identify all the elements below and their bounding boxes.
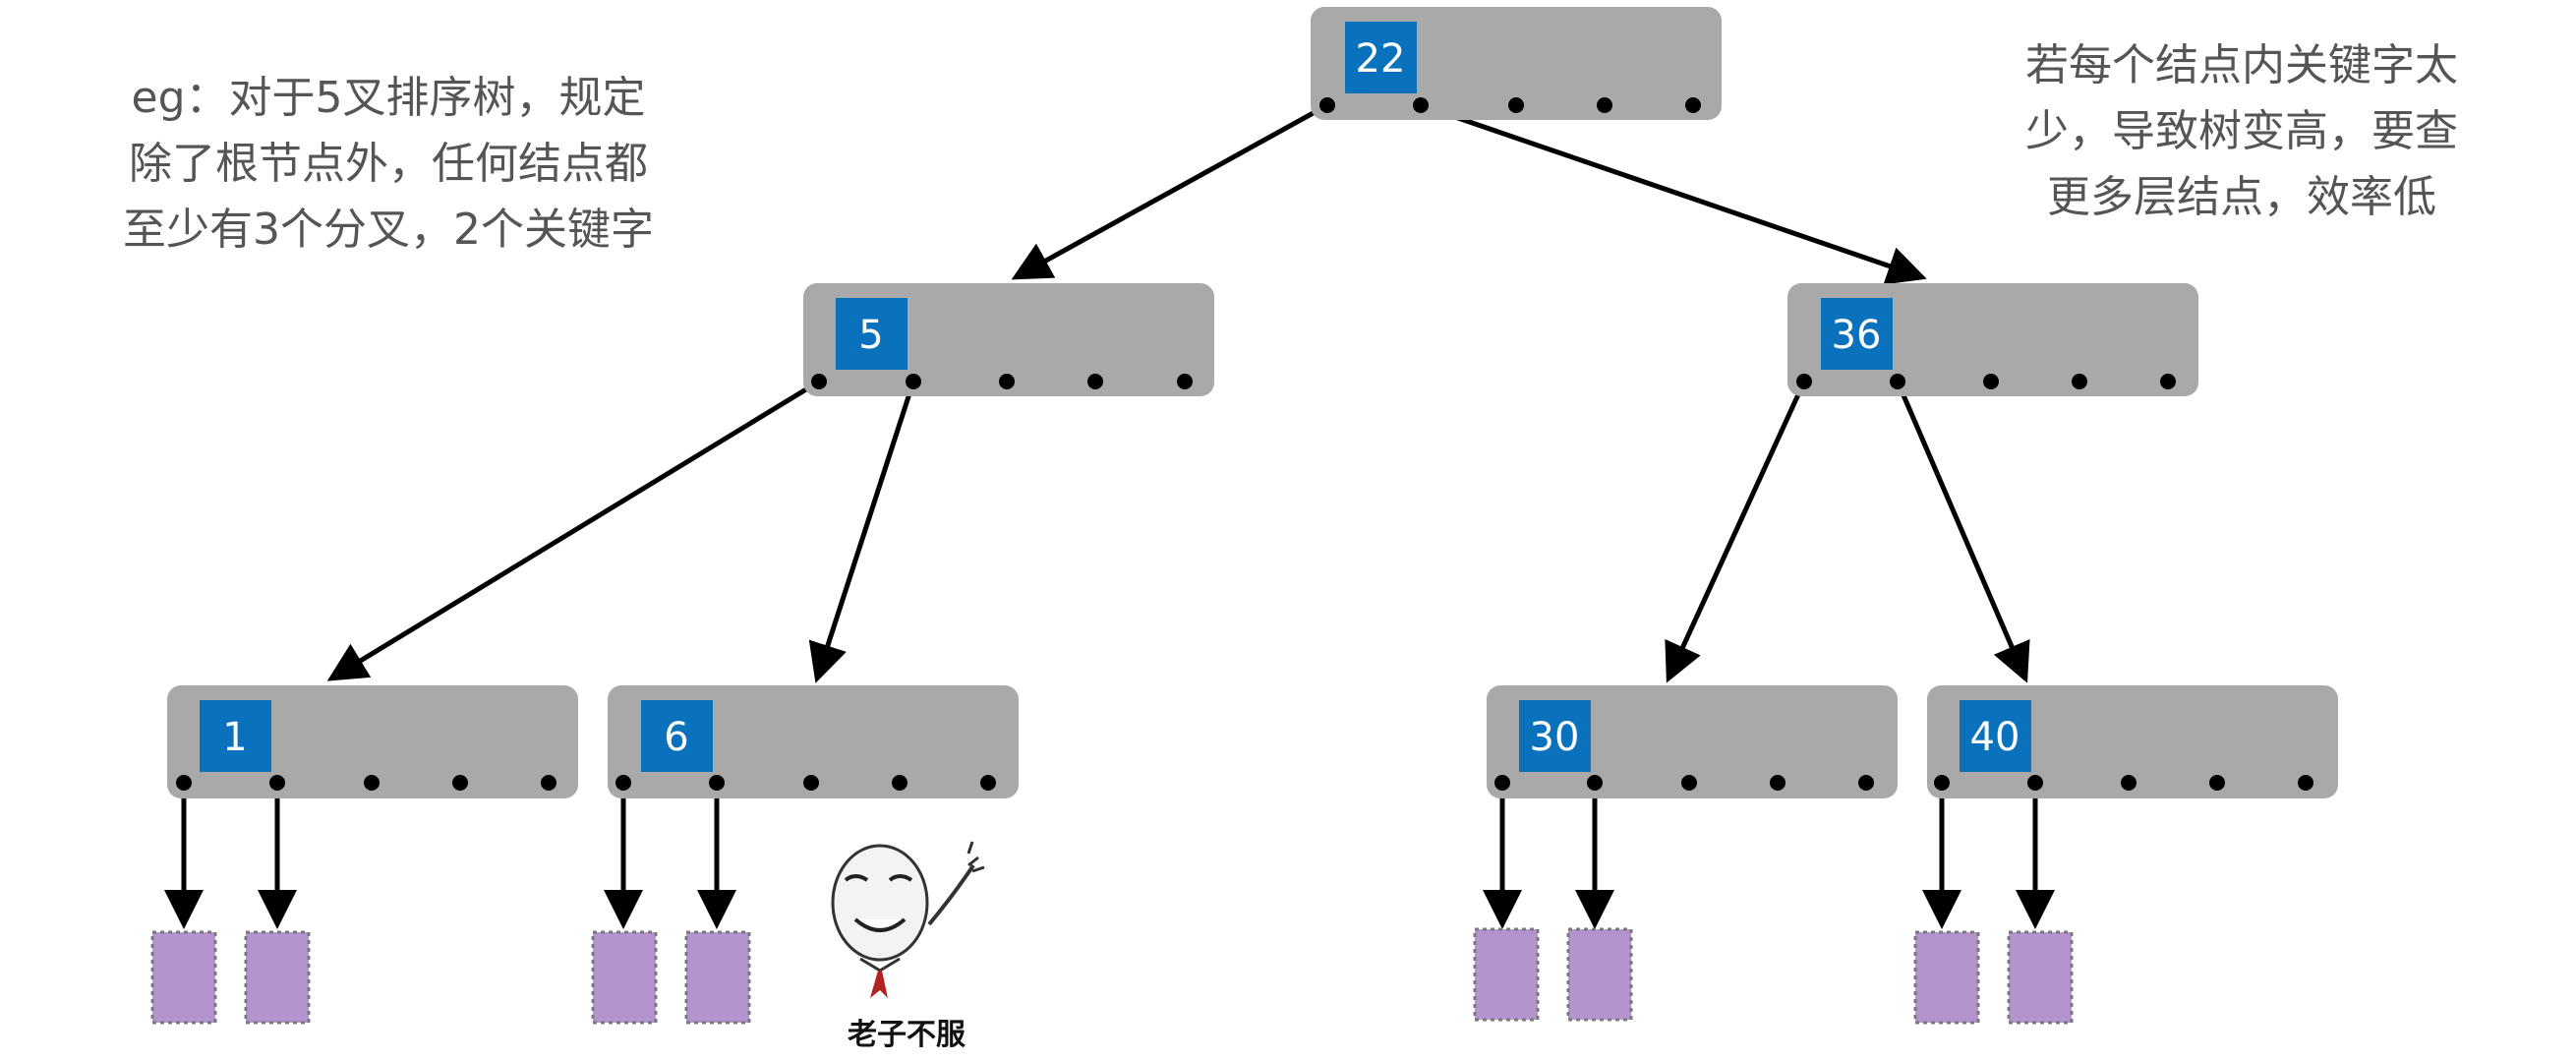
node-1: 1 [167,685,578,798]
node-36: 36 [1787,283,2198,396]
pointer-dots [1934,775,2313,791]
meme-caption: 老子不服 [848,1018,966,1052]
key-label: 1 [222,715,247,760]
edge-5-to-1 [326,379,821,681]
key-label: 5 [858,313,883,358]
edge-5-to-6 [808,381,916,683]
key-box [1960,700,2031,772]
key-box [200,700,271,772]
node-root: 22 [1311,7,1722,120]
leaf-node [1566,927,1633,1022]
edge-root-to-5 [1011,102,1329,280]
leaf-node [1473,927,1540,1022]
leaf-node [244,930,311,1025]
pointer-dots [176,775,556,791]
key-label: 6 [664,715,688,760]
node-40: 40 [1927,685,2338,798]
right-note: 若每个结点内关键字太 少，导致树变高，要查 更多层结点，效率低 [2025,40,2458,222]
meme-face-waving-icon: 老子不服 [831,841,985,1052]
key-box [836,298,907,370]
leaf-node [591,930,658,1025]
pointer-dots [1796,374,2176,389]
key-label: 36 [1832,313,1882,358]
node-5: 5 [803,283,1214,396]
key-box [641,700,713,772]
leaf-node [2007,930,2074,1025]
key-box [1519,700,1591,772]
key-label: 30 [1530,715,1580,760]
leaf-node [1913,930,1980,1025]
leaf-node [684,930,751,1025]
edge-36-to-40 [1895,381,2030,683]
pointer-dots [1494,775,1874,791]
key-label: 40 [1970,715,2020,760]
node-30: 30 [1487,685,1898,798]
key-box [1345,22,1417,93]
node-6: 6 [608,685,1019,798]
edge-root-to-36 [1420,102,1927,285]
edge-36-to-30 [1665,380,1807,683]
pointer-dots [1319,97,1701,113]
pointer-dots [811,374,1193,389]
key-box [1821,298,1893,370]
left-note: eg：对于5叉排序树，规定 除了根节点外，任何结点都 至少有3个分叉，2个关键字 [123,73,654,255]
edges [164,102,2055,929]
key-label: 22 [1356,36,1406,82]
leaf-node [150,930,217,1025]
leaf-nodes [150,927,2074,1025]
pointer-dots [615,775,996,791]
